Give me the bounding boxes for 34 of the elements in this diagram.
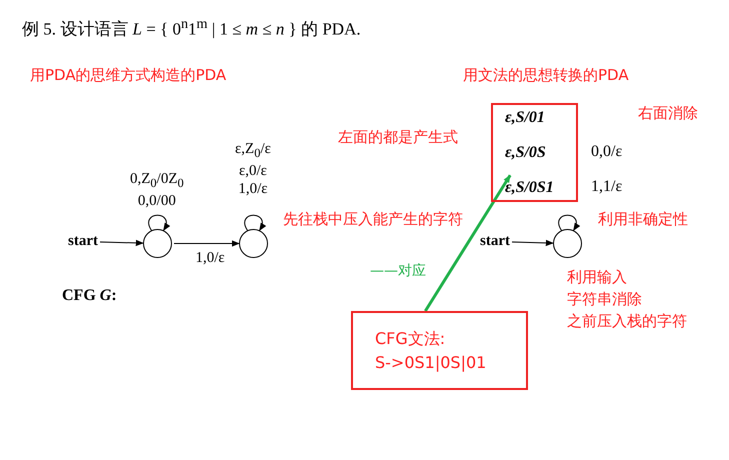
edge-label: ε,Z$_{0}$/ε ε,0/ε 1,0/ε xyxy=(235,140,271,198)
arrow xyxy=(100,240,144,246)
start-label: start xyxy=(68,233,98,250)
grammar-text: S->0S1|0S|01 xyxy=(375,353,486,372)
annotation: 左面的都是产生式 xyxy=(338,128,458,147)
annotation: 右面消除 xyxy=(638,104,698,123)
self-loop-arrow xyxy=(558,214,580,232)
highlight-box xyxy=(491,103,578,202)
arrow xyxy=(512,240,554,246)
arrow xyxy=(174,240,240,247)
annotation: 用PDA的思维方式构造的PDA xyxy=(30,66,226,85)
transition-text: ε,S/0S xyxy=(505,144,546,162)
annotation: 用文法的思想转换的PDA xyxy=(463,66,629,85)
annotation: 利用非确定性 xyxy=(598,210,688,229)
annotation: 先往栈中压入能产生的字符 xyxy=(283,210,463,229)
annotation: 利用输入字符串消除之前压入栈的字符 xyxy=(567,267,687,332)
transition-label: 1,1/ε xyxy=(591,178,622,196)
edge-label: ——对应 xyxy=(370,262,426,280)
transition-label: CFG G: xyxy=(62,287,117,305)
state-circle xyxy=(143,229,172,258)
arrow xyxy=(424,174,512,312)
state-circle xyxy=(239,229,268,258)
title: 例 5. 设计语言 L = { 0$^{n}$1$^{m}$ | 1 ≤ m ≤ n} 的 PDA. xyxy=(22,16,361,41)
transition-text: ε,S/0S1 xyxy=(505,179,554,197)
edge-label: 1,0/ε xyxy=(196,249,225,267)
state-circle xyxy=(553,229,582,258)
self-loop-arrow xyxy=(244,214,266,232)
edge-label: 0,Z$_{0}$/0Z$_{0}$ 0,0/00 xyxy=(130,170,184,210)
transition-label: 0,0/ε xyxy=(591,143,622,161)
grammar-text: CFG文法: xyxy=(375,329,446,350)
self-loop-arrow xyxy=(148,214,170,232)
start-label: start xyxy=(480,233,510,250)
grammar-box xyxy=(351,311,528,390)
transition-text: ε,S/01 xyxy=(505,109,545,127)
